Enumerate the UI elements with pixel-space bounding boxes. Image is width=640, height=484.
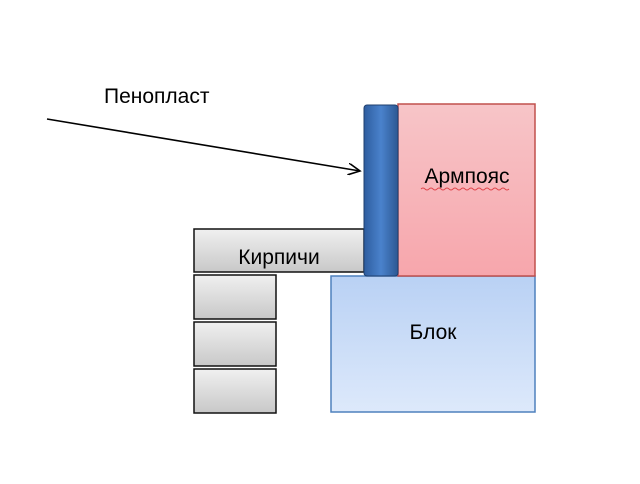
brick-lower-1 — [193, 274, 277, 320]
bricks-label: Кирпичи — [238, 246, 319, 269]
block-rect — [330, 275, 536, 413]
foam-label: Пенопласт — [104, 85, 210, 108]
foam-strip-rect — [363, 104, 399, 277]
brick-lower-2 — [193, 321, 277, 367]
belt-label-spellcheck-underline — [420, 187, 510, 191]
brick-top-rect — [193, 228, 365, 273]
block-label: Блок — [410, 321, 458, 344]
foam-pointer-arrow — [46, 118, 360, 171]
brick-lower-3 — [193, 368, 277, 414]
belt-label: Армпояс — [424, 165, 509, 188]
